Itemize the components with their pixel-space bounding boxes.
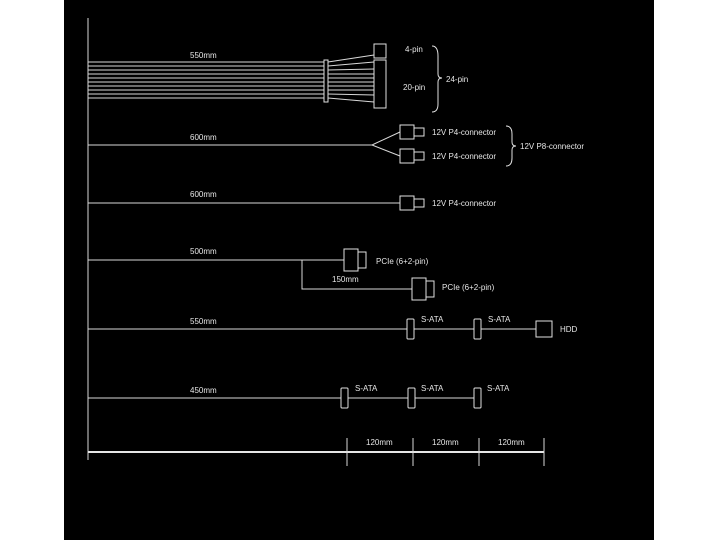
- cable-sata-hdd: 550mm S-ATA S-ATA HDD: [88, 315, 578, 340]
- spacing-label: 120mm: [432, 438, 459, 447]
- label-p4-single: 12V P4-connector: [432, 199, 496, 208]
- connector-hdd: [535, 320, 553, 338]
- connector-p4-top: [399, 124, 415, 140]
- cable-pcie: 500mm PCIe (6+2-pin) PCIe (6+2-pin) 150m…: [88, 247, 495, 301]
- label-24pin: 24-pin: [446, 75, 468, 84]
- connector-p4-bottom: [399, 148, 415, 164]
- label-p4-bottom: 12V P4-connector: [432, 152, 496, 161]
- connector-sata: [473, 318, 482, 340]
- cable-p4: 600mm 12V P4-connector: [88, 190, 496, 211]
- connector-sata: [473, 387, 482, 409]
- connector-p4-single-latch: [413, 198, 425, 208]
- label-sata: S-ATA: [355, 384, 378, 393]
- label-pcie-2: PCIe (6+2-pin): [442, 283, 495, 292]
- cable-length-label: 550mm: [190, 51, 217, 60]
- cable-length-label: 600mm: [190, 190, 217, 199]
- connector-pcie-2-latch: [425, 280, 435, 298]
- label-20pin: 20-pin: [403, 83, 425, 92]
- cable-24pin-bundle: [88, 61, 326, 99]
- connector-pcie-2: [411, 277, 427, 301]
- label-4pin: 4-pin: [405, 45, 423, 54]
- label-sata: S-ATA: [488, 315, 511, 324]
- connector-pcie-1-latch: [357, 251, 367, 269]
- cable-length-label: 550mm: [190, 317, 217, 326]
- label-extension: 150mm: [332, 275, 359, 284]
- fan-out-wires: [327, 54, 375, 103]
- connector-p4-bottom-latch: [413, 151, 425, 161]
- spacing-scale: 120mm 120mm 120mm: [88, 438, 545, 466]
- connector-4pin: [373, 43, 387, 59]
- cable-24pin: 550mm 4-pin 20-pin 24-pin: [88, 43, 468, 113]
- label-p8: 12V P8-connector: [520, 142, 584, 151]
- connector-sata: [406, 318, 415, 340]
- connector-pcie-1: [343, 248, 359, 272]
- sleeve-clamp: [323, 59, 329, 103]
- cable-length-label: 450mm: [190, 386, 217, 395]
- label-sata: S-ATA: [421, 315, 444, 324]
- label-hdd: HDD: [560, 325, 578, 334]
- label-sata: S-ATA: [487, 384, 510, 393]
- connector-p4-top-latch: [413, 127, 425, 137]
- brace-p8: [505, 125, 517, 167]
- connector-p4-single: [399, 195, 415, 211]
- spacing-label: 120mm: [498, 438, 525, 447]
- label-p4-top: 12V P4-connector: [432, 128, 496, 137]
- cable-length-label: 500mm: [190, 247, 217, 256]
- label-pcie-1: PCIe (6+2-pin): [376, 257, 429, 266]
- connector-sata: [340, 387, 349, 409]
- connector-sata: [407, 387, 416, 409]
- label-sata: S-ATA: [421, 384, 444, 393]
- brace-24pin: [431, 45, 443, 113]
- connector-20pin: [373, 59, 387, 109]
- cable-sata-triple: 450mm S-ATA S-ATA S-ATA: [88, 384, 510, 409]
- cable-p8: 600mm 12V P4-connector 12V P4-connector …: [88, 124, 584, 167]
- spacing-label: 120mm: [366, 438, 393, 447]
- cable-length-label: 600mm: [190, 133, 217, 142]
